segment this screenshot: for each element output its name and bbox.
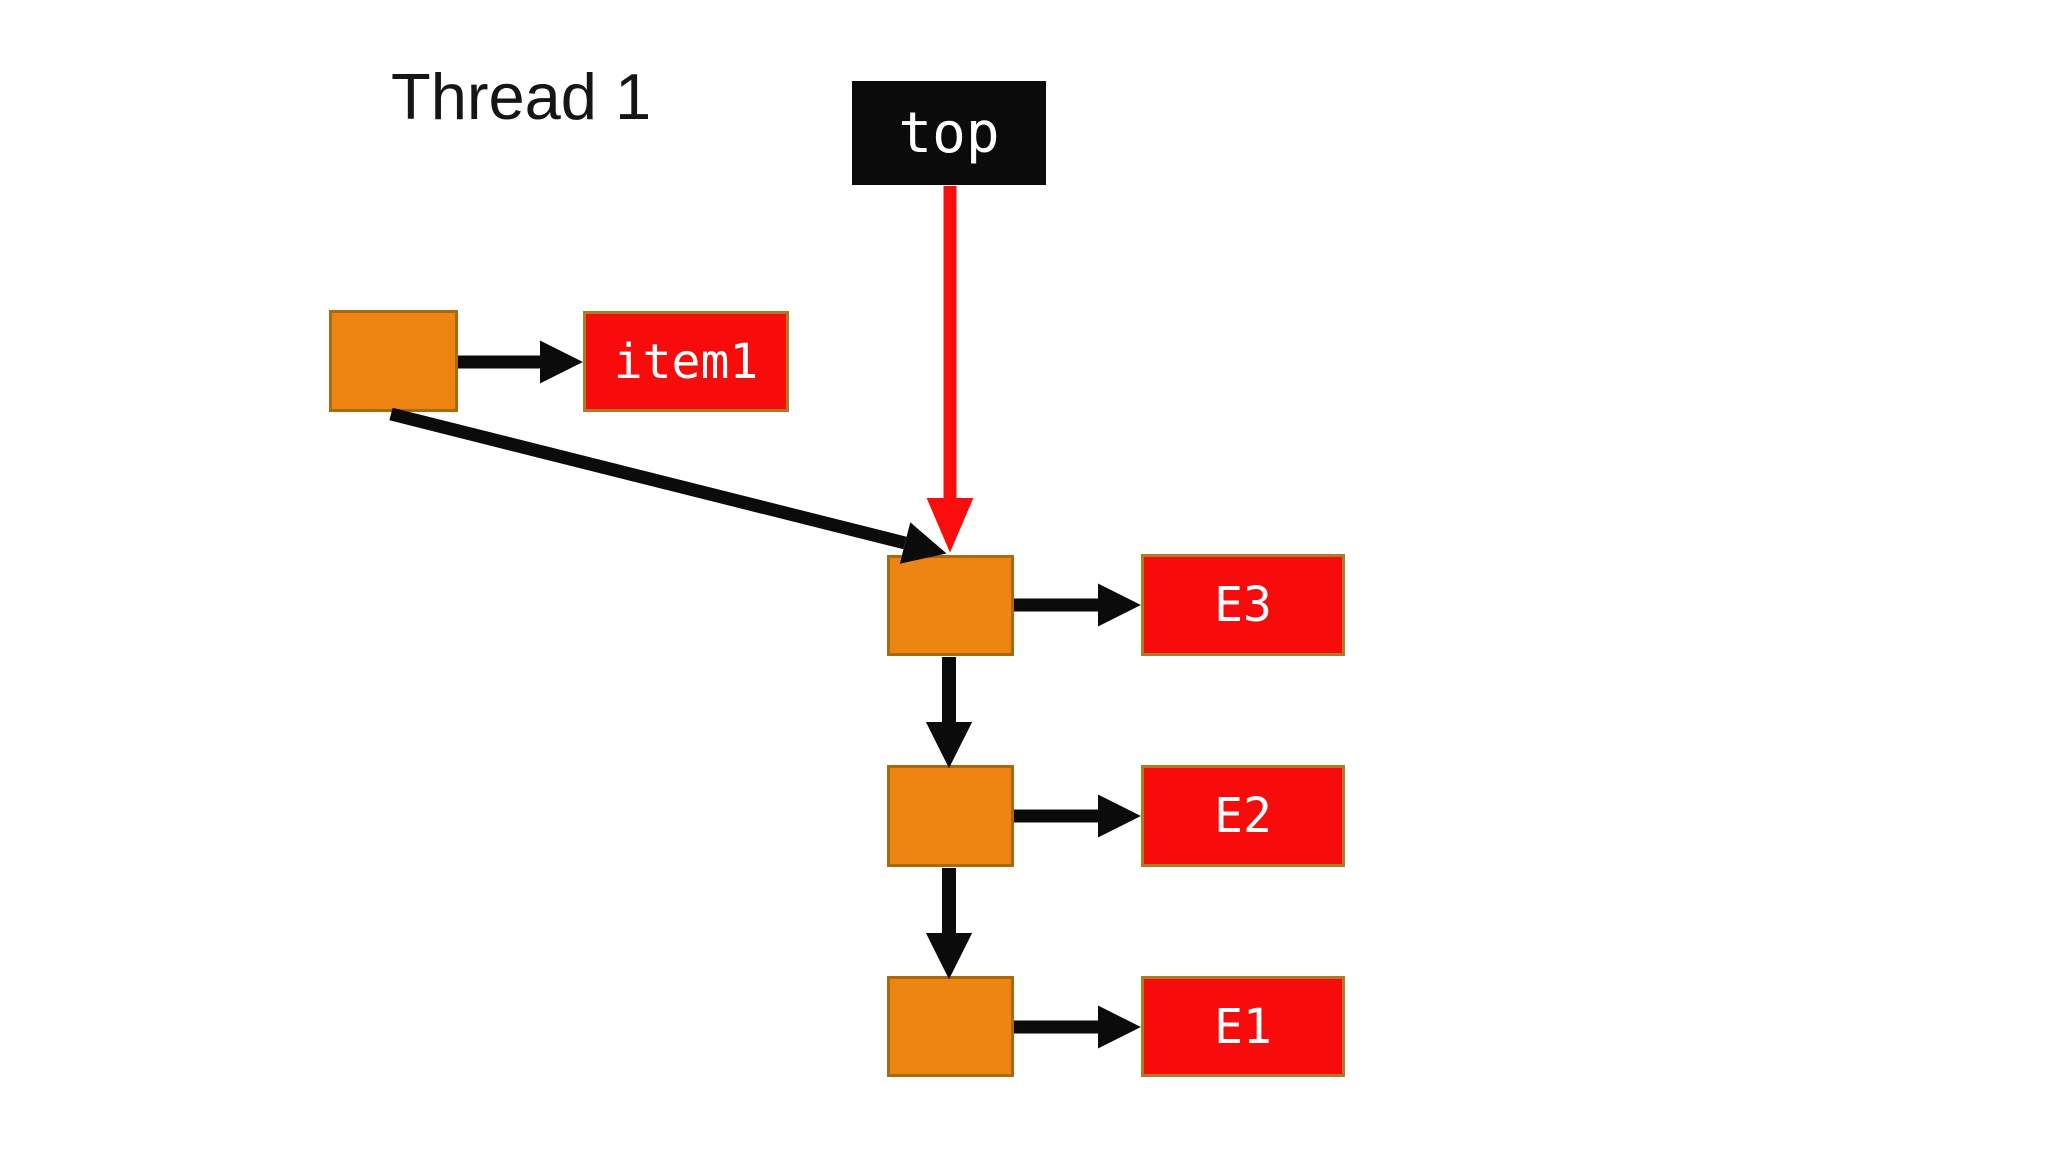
value-box-item1: item1 bbox=[583, 311, 789, 412]
stack-node-e3 bbox=[887, 555, 1014, 656]
value-box-e3: E3 bbox=[1141, 554, 1345, 656]
value-box-e1: E1 bbox=[1141, 976, 1345, 1077]
thread-title: Thread 1 bbox=[391, 60, 652, 133]
stack-node-e1 bbox=[887, 976, 1014, 1077]
top-pointer-label: top bbox=[898, 100, 1000, 166]
value-label-item1: item1 bbox=[613, 333, 759, 390]
top-pointer-box: top bbox=[852, 81, 1046, 185]
value-box-e2: E2 bbox=[1141, 765, 1345, 867]
value-label-e1: E1 bbox=[1214, 998, 1272, 1055]
arrow-new-node-to-e3-node bbox=[389, 407, 947, 564]
value-label-e3: E3 bbox=[1214, 577, 1272, 633]
stack-node-e2 bbox=[887, 765, 1014, 867]
thread1-new-node bbox=[329, 310, 458, 412]
value-label-e2: E2 bbox=[1214, 788, 1272, 844]
